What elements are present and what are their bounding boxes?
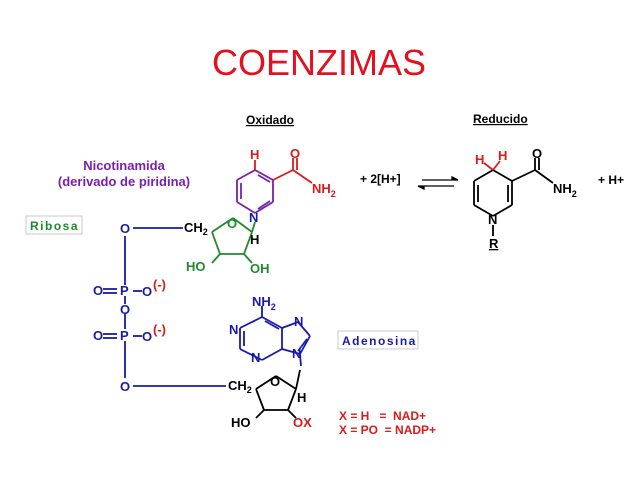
ribose-label-box: [25, 215, 83, 235]
reduced-h-atom-right: H: [498, 148, 507, 163]
header-reduced: Reducido: [473, 112, 528, 126]
adenine-n7: N: [294, 314, 303, 329]
adenine-nh2: NH2: [252, 294, 276, 312]
oxidized-h-atom: H: [250, 147, 259, 162]
adenine-n1: N: [229, 322, 238, 337]
phosphate-bridge-oxygen: O: [120, 302, 130, 317]
phosphate-oxygen-bottom: O: [120, 379, 130, 394]
adenosine-label-box: [337, 330, 419, 350]
oxidized-pyridine-ring: [236, 169, 274, 214]
phosphate-1-charge: (-): [153, 277, 166, 292]
reduced-pyridine-ring: [473, 158, 554, 236]
upper-ribose-h: H: [250, 232, 259, 247]
legend-nad: X = H = NAD+: [339, 409, 426, 423]
equilibrium-arrow: [417, 175, 459, 191]
upper-ribose-ho: HO: [186, 259, 206, 274]
phosphate-1-double-o: O: [93, 283, 103, 298]
pyridine-derivative-label: (derivado de piridina): [58, 174, 190, 189]
phosphate-backbone: [103, 227, 226, 387]
reduced-nh2-group: NH2: [553, 181, 577, 199]
phosphate-2-charge: (-): [153, 322, 166, 337]
phosphate-2-p: P: [120, 328, 129, 343]
lower-ribose-h: H: [297, 390, 306, 405]
adenine-ring: [239, 306, 311, 367]
phosphate-1-o-minus: O: [142, 284, 152, 299]
lower-ribose-ho: HO: [231, 415, 251, 430]
phosphate-2-o-minus: O: [142, 329, 152, 344]
adenine-n3: N: [251, 350, 260, 365]
lower-ribose-ring-oxygen: O: [270, 374, 280, 389]
lower-ribose-ring: [255, 369, 301, 419]
header-oxidized: Oxidado: [246, 113, 294, 127]
reaction-plus-h: + H+: [598, 173, 624, 187]
ribose-label: Ribosa: [30, 219, 79, 233]
adenine-atoms: NH2 N N N N: [229, 294, 303, 365]
lower-ribose-ox: OX: [293, 415, 312, 430]
reaction-plus-2h: + 2[H+]: [360, 172, 401, 186]
lower-ribose-ch2: CH2: [228, 378, 252, 395]
oxidized-ring-nitrogen: N: [249, 210, 258, 225]
upper-ribose-ring-oxygen: O: [227, 216, 237, 231]
phosphate-atoms: O O P O O O P O O: [93, 221, 152, 394]
phosphate-1-p: P: [120, 283, 129, 298]
upper-ribose-oh: OH: [250, 261, 270, 276]
adenine-n9: N: [292, 346, 301, 361]
reduced-ring-nitrogen: N: [488, 212, 497, 227]
phosphate-oxygen-top: O: [120, 221, 130, 236]
oxidized-amide-group: [254, 158, 313, 184]
reduced-r-group: R: [489, 236, 499, 251]
reduced-h-atom-left: H: [475, 152, 484, 167]
reduced-hydrogens: [483, 160, 501, 171]
page-title: COENZIMAS: [212, 42, 426, 83]
phosphate-2-double-o: O: [93, 328, 103, 343]
nicotinamide-label: Nicotinamida: [83, 158, 165, 173]
legend-nadp: X = PO = NADP+: [339, 423, 436, 437]
adenosine-label: Adenosina: [342, 334, 417, 348]
reduced-carbonyl-o: O: [532, 146, 542, 161]
upper-ribose-ring: [211, 217, 256, 264]
upper-ribose-ch2: CH2: [184, 220, 208, 237]
oxidized-nh2-group: NH2: [312, 181, 336, 199]
oxidized-carbonyl-o: O: [290, 146, 300, 161]
